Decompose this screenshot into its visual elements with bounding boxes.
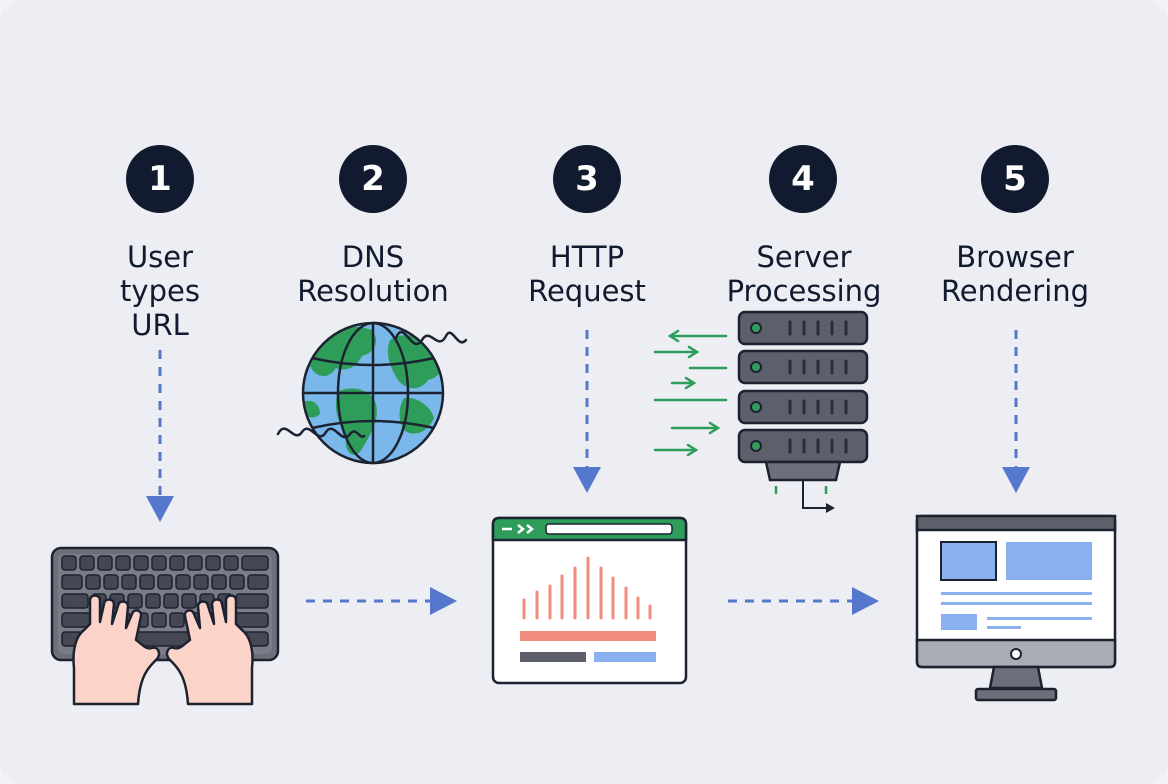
step-5-badge: 5: [981, 145, 1049, 213]
keyboard-with-hands-icon: [50, 546, 280, 706]
globe-icon: [276, 321, 468, 465]
step-3-label: HTTP Request: [472, 240, 702, 308]
step-1-label-line2: types: [120, 274, 200, 308]
step-2-label-line1: DNS: [341, 240, 405, 274]
step-3-badge: 3: [553, 145, 621, 213]
step-5-label-line1: Browser: [956, 240, 1074, 274]
arrow-right-keyboard-to-browser: [306, 587, 457, 615]
step-5-number: 5: [1003, 159, 1027, 199]
step-4-number: 4: [791, 159, 815, 199]
data-flow-arrows-icon: [653, 329, 728, 457]
step-1-badge: 1: [126, 145, 194, 213]
step-2-label-line2: Resolution: [297, 274, 449, 308]
step-5-label: Browser Rendering: [900, 240, 1130, 308]
step-5-label-line2: Rendering: [940, 274, 1090, 308]
arrow-down-step-1: [146, 350, 174, 522]
step-4-label-line1: Server: [756, 240, 852, 274]
step-3-label-line2: Request: [528, 274, 646, 308]
arrow-down-step-3: [573, 330, 601, 493]
step-4-label-line2: Processing: [726, 274, 882, 308]
step-2-number: 2: [361, 159, 385, 199]
step-1-label: User types URL: [45, 240, 275, 342]
step-2-badge: 2: [339, 145, 407, 213]
step-4-label: Server Processing: [689, 240, 919, 308]
step-3-number: 3: [575, 159, 599, 199]
step-1-number: 1: [148, 159, 172, 199]
step-3-label-line1: HTTP: [549, 240, 625, 274]
browser-window-icon: [491, 516, 688, 685]
server-rack-icon: [737, 310, 869, 513]
arrow-right-browser-to-monitor: [728, 587, 879, 615]
monitor-icon: [915, 514, 1117, 702]
step-4-badge: 4: [769, 145, 837, 213]
step-1-label-line3: URL: [131, 308, 189, 342]
step-1-label-line1: User: [126, 240, 194, 274]
arrow-down-step-5: [1002, 330, 1030, 493]
step-2-label: DNS Resolution: [258, 240, 488, 308]
